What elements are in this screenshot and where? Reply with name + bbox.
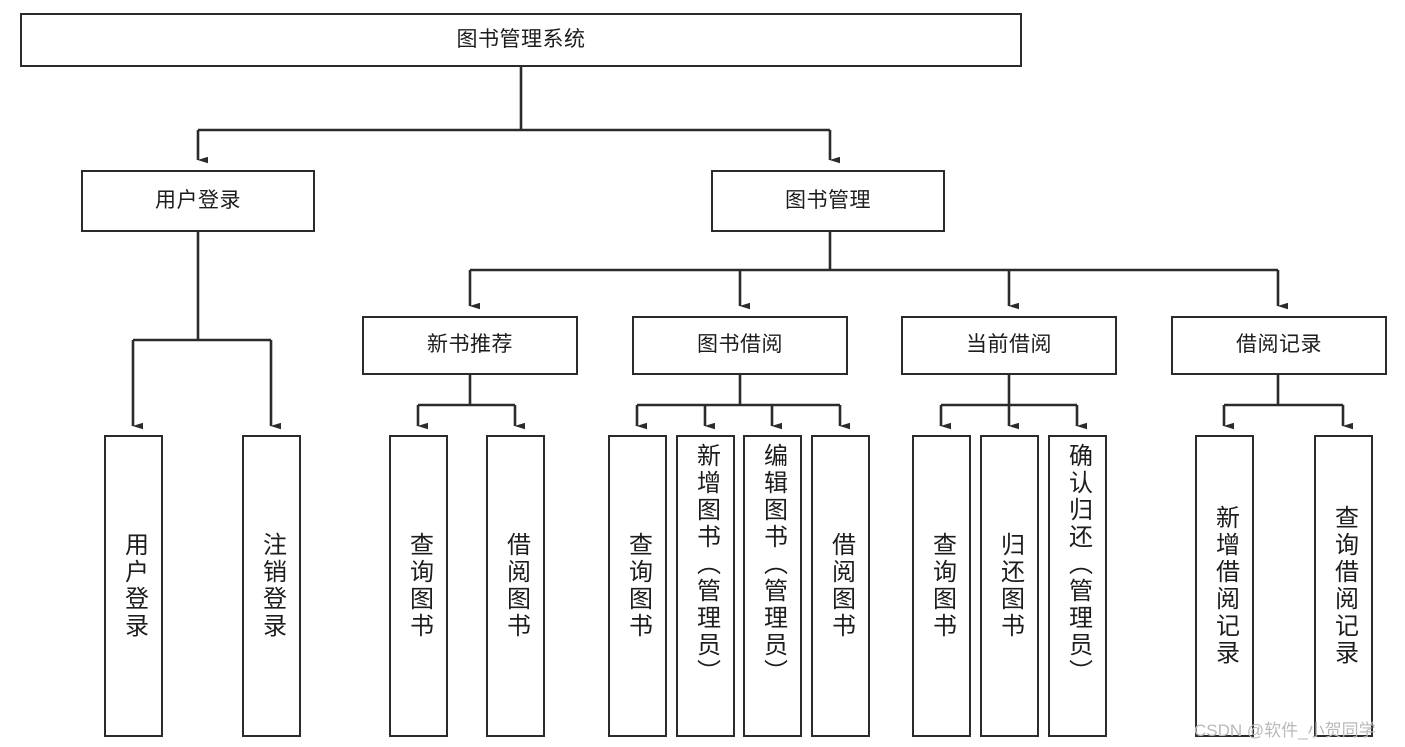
node-label: 图书管理系统: [456, 27, 586, 51]
node-book-borrow[interactable]: 图书借阅: [632, 316, 848, 375]
node-new-book-recommend[interactable]: 新书推荐: [362, 316, 578, 375]
leaf-edit-book-admin[interactable]: 编辑图书（管理员）: [743, 435, 802, 737]
node-label: 新增图书（管理员）: [692, 443, 720, 686]
leaf-return-books[interactable]: 归还图书: [980, 435, 1039, 737]
node-label: 归还图书: [996, 532, 1024, 640]
node-root-book-management-system[interactable]: 图书管理系统: [20, 13, 1022, 67]
leaf-logout[interactable]: 注销登录: [242, 435, 301, 737]
leaf-user-login[interactable]: 用户登录: [104, 435, 163, 737]
node-label: 借阅图书: [827, 532, 855, 640]
node-label: 注销登录: [258, 532, 286, 640]
node-label: 新书推荐: [427, 333, 513, 357]
node-label: 图书管理: [785, 188, 871, 212]
leaf-confirm-return-admin[interactable]: 确认归还（管理员）: [1048, 435, 1107, 737]
leaf-query-borrow-record[interactable]: 查询借阅记录: [1314, 435, 1373, 737]
node-borrow-record[interactable]: 借阅记录: [1171, 316, 1387, 375]
leaf-query-books-borrow[interactable]: 查询图书: [608, 435, 667, 737]
node-label: 用户登录: [120, 532, 148, 640]
node-label: 新增借阅记录: [1211, 505, 1239, 667]
node-label: 当前借阅: [966, 333, 1052, 357]
leaf-query-books-new-book[interactable]: 查询图书: [389, 435, 448, 737]
node-label: 查询图书: [928, 532, 956, 640]
node-user-login[interactable]: 用户登录: [81, 170, 315, 232]
leaf-add-book-admin[interactable]: 新增图书（管理员）: [676, 435, 735, 737]
node-label: 用户登录: [155, 188, 241, 212]
node-label: 借阅图书: [502, 532, 530, 640]
node-label: 编辑图书（管理员）: [759, 443, 787, 686]
node-label: 借阅记录: [1236, 333, 1322, 357]
leaf-borrow-books[interactable]: 借阅图书: [811, 435, 870, 737]
node-label: 确认归还（管理员）: [1064, 443, 1092, 686]
leaf-add-borrow-record[interactable]: 新增借阅记录: [1195, 435, 1254, 737]
node-label: 查询图书: [624, 532, 652, 640]
node-book-management[interactable]: 图书管理: [711, 170, 945, 232]
node-label: 查询借阅记录: [1330, 505, 1358, 667]
node-label: 图书借阅: [697, 333, 783, 357]
leaf-query-books-current[interactable]: 查询图书: [912, 435, 971, 737]
node-label: 查询图书: [405, 532, 433, 640]
leaf-borrow-books-new-book[interactable]: 借阅图书: [486, 435, 545, 737]
node-current-borrow[interactable]: 当前借阅: [901, 316, 1117, 375]
